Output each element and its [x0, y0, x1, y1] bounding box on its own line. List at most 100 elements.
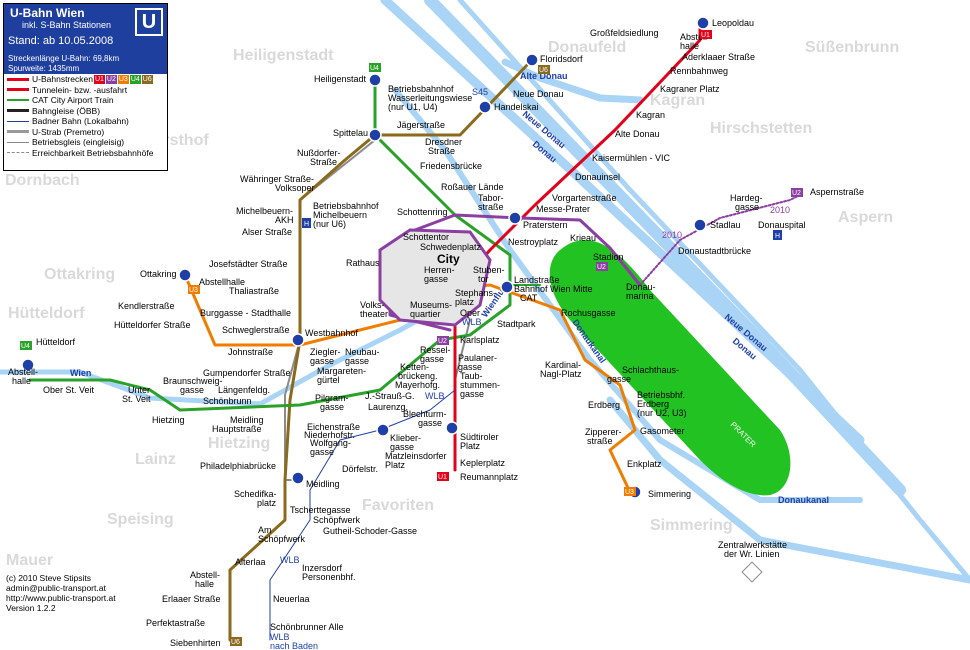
st-laengenfeld: Längenfeldg. — [218, 385, 270, 395]
st-ziegler2: gasse — [310, 356, 334, 366]
st-altedonau: Alte Donau — [615, 129, 660, 139]
st-wasserl3: (nur U1, U4) — [388, 102, 438, 112]
st-erdberg: Erdberg — [588, 400, 620, 410]
credit-email: admin@public-transport.at — [6, 583, 106, 593]
label-donaukanal-2: Donaukanal — [778, 495, 829, 505]
line-u6-floridsdorf — [373, 60, 532, 137]
line-u2-ext — [639, 194, 801, 286]
st-hardeg: Hardeg- — [730, 193, 763, 203]
badge-u3-ottakring — [188, 285, 200, 294]
st-philadelphia: Philadelphiabrücke — [200, 461, 276, 471]
st-braunschweig: Braunschweig- — [163, 376, 223, 386]
st-paulaner2: gasse — [458, 362, 482, 372]
st-wasserl: Betriebsbahnhof — [388, 84, 454, 94]
district-kagran: Kagran — [650, 92, 705, 109]
district-simmering: Simmering — [650, 517, 733, 534]
st-jaeger: Jägerstraße — [397, 120, 445, 130]
donaukanal — [392, 87, 863, 503]
st-amschoepf: Am — [258, 525, 272, 535]
hub-suedtiroler — [445, 421, 459, 435]
st-huetteldorf: Hütteldorf — [36, 337, 76, 347]
st-nestroy: Nestroyplatz — [508, 237, 559, 247]
district-hirschstetten: Hirschstetten — [710, 120, 812, 137]
st-keplerplatz: Keplerplatz — [460, 458, 506, 468]
st-meidling: Meidling — [306, 479, 340, 489]
st-kaisermuehlen: Kaisermühlen - VIC — [592, 153, 671, 163]
st-stadtpark: Stadtpark — [497, 319, 536, 329]
label-alte-donau: Alte Donau — [520, 71, 568, 81]
st-kendler: Kendlerstraße — [118, 301, 175, 311]
district-dornbach: Dornbach — [5, 172, 80, 189]
st-waehringer2: Volksoper — [275, 183, 315, 193]
st-rathaus: Rathaus — [346, 258, 380, 268]
st-landstrasse: Landstraße — [514, 275, 560, 285]
st-neuedonau: Neue Donau — [513, 89, 564, 99]
st-dresdner: Dresdner — [425, 137, 462, 147]
zentralwerk: Zentralwerkstätte — [718, 540, 787, 550]
st-schoenbrunn: Schönbrunn — [203, 396, 252, 406]
st-herrengasse2: gasse — [424, 274, 448, 284]
st-bhferdberg3: (nur U2, U3) — [637, 408, 687, 418]
st-landstrasse2: Bahnhof Wien Mitte — [514, 284, 593, 294]
st-perfekta: Perfektastraße — [146, 618, 205, 628]
st-enkplatz: Enkplatz — [627, 459, 662, 469]
zentralwerk2: der Wr. Linien — [724, 549, 779, 559]
st-burggasse: Burggasse - Stadthalle — [200, 308, 291, 318]
st-ketten: Ketten- — [400, 362, 429, 372]
svg-text:U6: U6 — [231, 639, 240, 646]
st-volkstheater: Volks- — [360, 300, 385, 310]
st-eichenstr: Eichenstraße — [307, 422, 360, 432]
st-reumannplatz: Reumannplatz — [460, 472, 519, 482]
st-huetteldorferstr: Hütteldorfer Straße — [114, 320, 191, 330]
inner-river — [457, 0, 970, 583]
credit-url: http://www.public-transport.at — [6, 593, 116, 603]
st-dresdner2: Straße — [428, 146, 455, 156]
hub-floridsdorf — [525, 53, 539, 67]
st-grossfeld: Großfeldsiedlung — [590, 28, 659, 38]
st-schwegler: Schweglerstraße — [222, 325, 290, 335]
zentralwerk-icon — [741, 561, 763, 583]
legend-row-betrieb: Betriebsgleis (eingleisig) — [4, 137, 167, 148]
district-suessenbrunn: Süßenbrunn — [805, 39, 899, 56]
hub-ottakring — [178, 268, 192, 282]
st-inzersdorf: Inzersdorf — [302, 563, 343, 573]
st-kagranerplatz: Kagraner Platz — [660, 84, 720, 94]
st-cat-map: CAT — [520, 293, 538, 303]
legend-stand: Stand: ab 10.05.2008 — [8, 35, 114, 47]
st-leopoldau: Leopoldau — [712, 18, 754, 28]
hub-meidling — [291, 471, 305, 485]
st-braunschweig2: gasse — [180, 385, 204, 395]
st-kagran: Kagran — [636, 110, 665, 120]
st-alterlaa: Alterlaa — [235, 557, 266, 567]
st-blechturm2: gasse — [418, 418, 442, 428]
st-nachbaden: nach Baden — [270, 641, 318, 650]
district-favoriten: Favoriten — [362, 497, 434, 514]
map-badges: U1 U1 U6 U6 U4 U4 U3 U3 U2 U2 U2 H H — [20, 30, 803, 646]
badge-u1-reumann — [437, 472, 449, 481]
st-kardinal2: Nagl-Platz — [540, 369, 582, 379]
st-abst-u4b: halle — [12, 376, 31, 386]
st-schlachthaus2: gasse — [607, 374, 631, 384]
st-krieau: Krieau — [570, 233, 596, 243]
badge-u6-siebenhirten — [230, 637, 242, 646]
st-neubau2: gasse — [345, 356, 369, 366]
st-bbhfmichel: Betriebsbahnhof — [313, 201, 379, 211]
st-schedifka2: platz — [257, 498, 277, 508]
hub-handelskai — [478, 100, 492, 114]
st-stadlau: Stadlau — [710, 220, 741, 230]
st-stadion: Stadion — [593, 252, 624, 262]
st-mq: Museums- — [410, 300, 452, 310]
district-heiligenstadt: Heiligenstadt — [233, 47, 334, 64]
district-aspern: Aspern — [838, 209, 893, 226]
st-donaumarina: Donau- — [626, 282, 656, 292]
st-zipperer: Zipperer- — [585, 427, 622, 437]
st-rochusgasse: Rochusgasse — [561, 308, 616, 318]
st-gasometer: Gasometer — [640, 426, 685, 436]
st-herrengasse: Herren- — [424, 265, 455, 275]
st-ketten2: brückeng. — [398, 371, 438, 381]
st-laurenz: Laurenzg. — [368, 402, 408, 412]
st-handelskai: Handelskai — [494, 102, 539, 112]
st-suedtiroler: Südtiroler — [460, 432, 499, 442]
st-gumpendorfer: Gumpendorfer Straße — [203, 368, 291, 378]
st-gutheil: Gutheil-Schoder-Gasse — [323, 526, 417, 536]
